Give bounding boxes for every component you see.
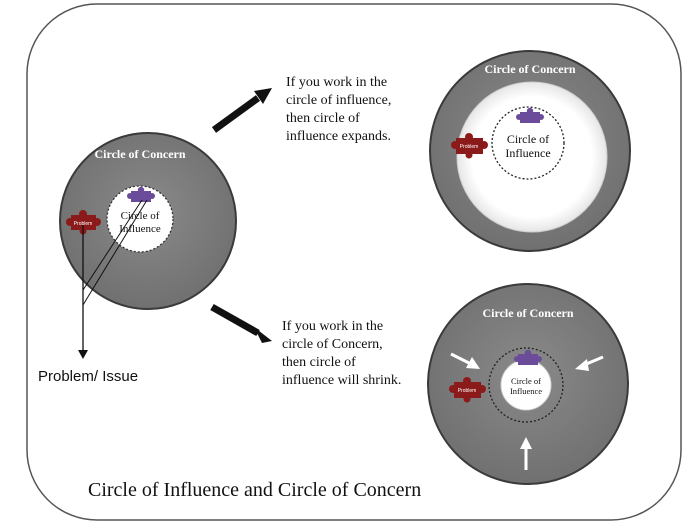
inward-arrow-bottom-icon: [520, 437, 532, 470]
expanded-influence-label-2: Influence: [505, 146, 550, 160]
shrunk-influence-puzzle-icon: [514, 349, 542, 365]
left-influence-label-2: Influence: [119, 223, 161, 235]
left-connector-line-1: [82, 199, 143, 291]
expanded-concern-label: Circle of Concern: [484, 62, 575, 76]
shrunk-influence-diagram: Circle of Concern Circle of Influence Pr…: [427, 283, 629, 485]
original-influence-boundary: [491, 106, 565, 180]
shrink-note: If you work in the circle of Concern, th…: [282, 319, 402, 388]
expanded-influence-circle: [456, 81, 608, 233]
issue-pointer-arrowhead: [78, 350, 88, 359]
problem-issue-label: Problem/ Issue: [38, 368, 139, 385]
diagram-title: Circle of Influence and Circle of Concer…: [88, 479, 422, 501]
left-problem-puzzle-label: Problem: [74, 221, 93, 227]
left-influence-label-1: Circle of: [121, 210, 160, 222]
shrunk-influence-label-2: Influence: [510, 386, 542, 396]
shrunk-original-boundary: [488, 347, 564, 423]
inward-arrow-left-icon: [450, 352, 480, 369]
expanded-problem-puzzle-icon: Problem: [451, 133, 488, 159]
left-influence-circle: [106, 185, 174, 253]
left-problem-puzzle-icon: Problem: [66, 210, 101, 235]
expand-note: If you work in the circle of influence, …: [286, 75, 392, 144]
shrunk-influence-label-1: Circle of: [511, 376, 541, 386]
left-concern-diagram: Circle of Concern Circle of Influence Pr…: [59, 132, 237, 359]
shrunk-concern-label: Circle of Concern: [482, 306, 573, 320]
left-concern-label: Circle of Concern: [94, 147, 185, 161]
expand-arrow-icon: [211, 88, 272, 133]
outer-frame: [26, 3, 682, 521]
expanded-problem-puzzle-label: Problem: [460, 144, 479, 150]
left-influence-puzzle-icon: [127, 186, 155, 202]
expanded-influence-puzzle-icon: [516, 107, 544, 123]
shrunk-problem-puzzle-label: Problem: [458, 388, 477, 394]
expanded-influence-diagram: Circle of Concern Circle of Influence Pr…: [429, 50, 631, 252]
shrunk-problem-puzzle-icon: Problem: [449, 377, 486, 403]
expanded-influence-label-1: Circle of: [507, 132, 549, 146]
left-connector-line-2: [82, 199, 148, 306]
inward-arrow-right-icon: [575, 355, 604, 371]
shrink-arrow-icon: [210, 303, 272, 343]
